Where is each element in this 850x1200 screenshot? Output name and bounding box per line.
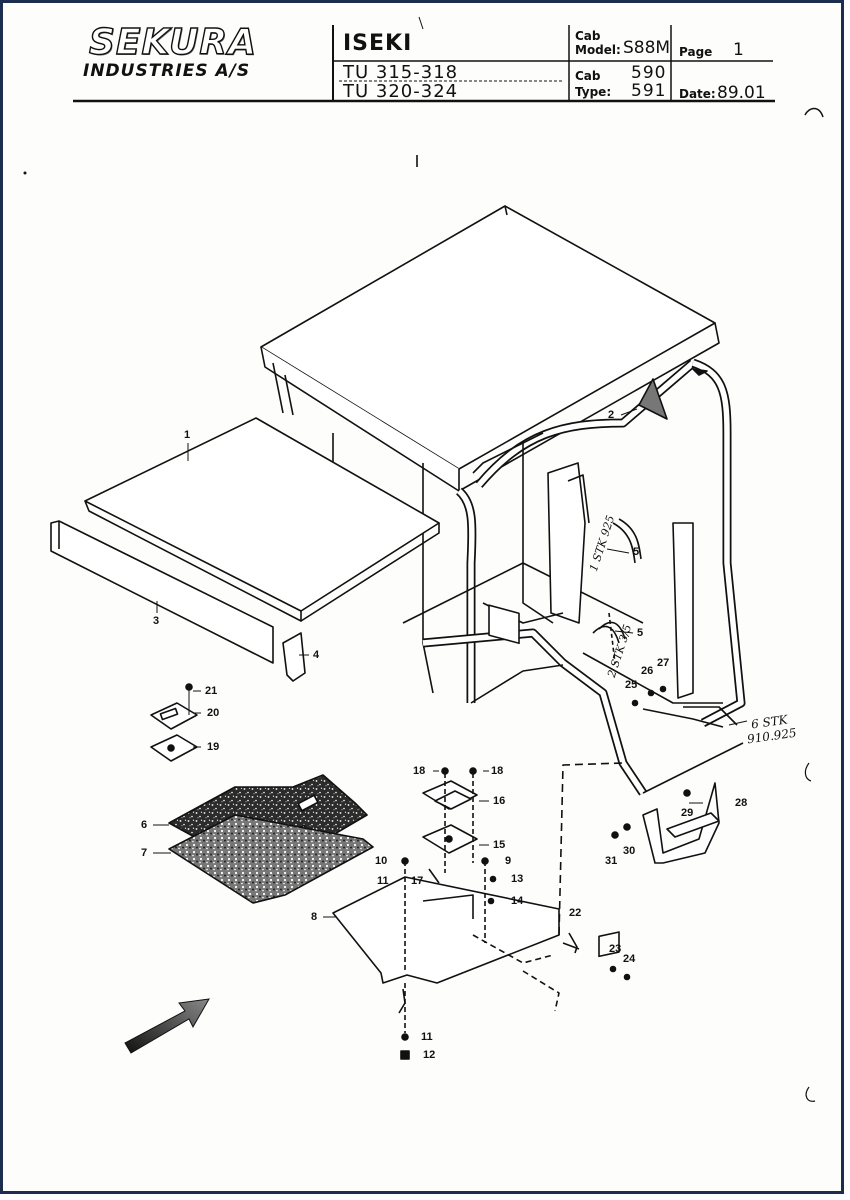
company-logo: SEKURA (88, 22, 257, 63)
header-rules (73, 16, 775, 103)
callout-28: 28 (735, 797, 748, 809)
page-label: Page (679, 45, 713, 59)
callout-4: 4 (313, 649, 320, 661)
callout-25: 25 (625, 679, 638, 691)
callout-21: 21 (205, 685, 218, 697)
callout-16: 16 (493, 795, 506, 807)
part-7-mat (168, 814, 374, 904)
make-name: ISEKI (343, 31, 413, 56)
callout-14: 14 (511, 895, 524, 907)
callout-15: 15 (493, 839, 506, 851)
part-2-bracket (638, 378, 668, 420)
callout-29: 29 (681, 807, 694, 819)
date-label: Date: (679, 87, 716, 101)
callout-10: 10 (375, 855, 388, 867)
callout-17: 17 (411, 875, 424, 887)
callout-8: 8 (311, 911, 318, 923)
callout-2: 2 (608, 409, 615, 421)
callout-11-upper: 11 (377, 875, 389, 887)
cab-type-label-2: Type: (575, 85, 612, 99)
callout-18-left: 18 (413, 765, 426, 777)
cab-model-label: Cab (575, 29, 601, 43)
part-8-floor-plate (332, 876, 560, 984)
callout-12: 12 (423, 1049, 436, 1061)
part-3-strip (50, 520, 274, 664)
cab-type-value-2: 591 (631, 81, 667, 101)
date-value: 89.01 (717, 83, 766, 103)
callout-24: 24 (623, 953, 636, 965)
cab-roof (260, 205, 716, 470)
direction-arrow (124, 998, 210, 1054)
callout-20: 20 (207, 707, 220, 719)
callout-5-upper: 5 (633, 546, 640, 558)
cab-model-value: S88M (623, 38, 671, 58)
callout-27: 27 (657, 657, 670, 669)
page-number: 1 (733, 40, 744, 60)
callout-7: 7 (141, 847, 148, 859)
callout-5-lower: 5 (637, 627, 644, 639)
callout-9: 9 (505, 855, 512, 867)
cab-type-value-1: 590 (631, 63, 667, 83)
callout-6: 6 (141, 819, 148, 831)
cab-model-label-2: Model: (575, 43, 621, 57)
callout-30: 30 (623, 845, 636, 857)
part-28-step (642, 782, 720, 864)
callout-19: 19 (207, 741, 220, 753)
company-subtitle: INDUSTRIES A/S (83, 61, 251, 81)
callout-31: 31 (605, 855, 618, 867)
callout-11-lower: 11 (421, 1031, 433, 1043)
callout-26: 26 (641, 665, 654, 677)
exploded-cab-drawing (23, 107, 824, 1102)
part-4-bracket (282, 632, 306, 682)
model-range-1: TU 315-318 (343, 62, 459, 83)
callout-13: 13 (511, 873, 524, 885)
callout-22: 22 (569, 907, 582, 919)
model-range-2: TU 320-324 (343, 81, 459, 102)
callout-23: 23 (609, 943, 622, 955)
callout-3: 3 (153, 615, 160, 627)
callout-1: 1 (184, 429, 191, 441)
callout-18-right: 18 (491, 765, 504, 777)
cab-type-label: Cab (575, 69, 601, 83)
